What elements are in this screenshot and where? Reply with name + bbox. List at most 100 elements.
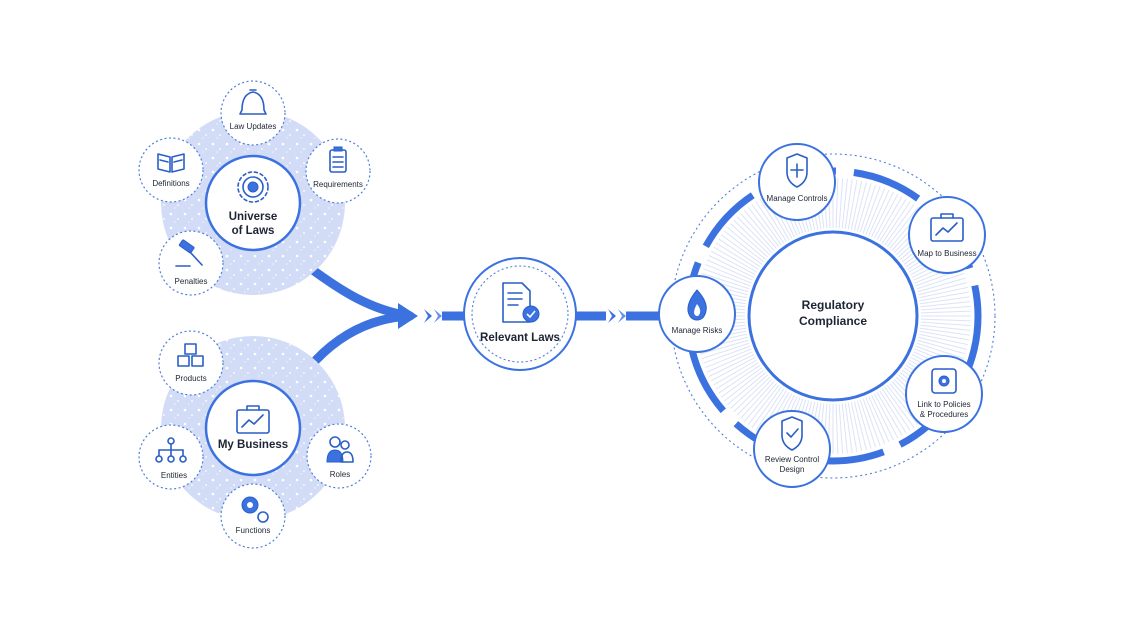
compliance-hub[interactable] (747, 230, 919, 402)
hatch-line (859, 399, 877, 448)
law-updates-label: Law Updates (230, 122, 277, 131)
shield-check-icon (781, 416, 803, 451)
hatch-line (743, 209, 777, 249)
penalties-label: Penalties (175, 277, 208, 286)
hatch-line (751, 386, 782, 428)
hatch-line (835, 178, 839, 229)
chevron-icon (424, 309, 432, 323)
merge-arrowhead (398, 303, 418, 329)
review-control-design-node[interactable]: Review Control Design (753, 410, 831, 488)
chevron-icon (434, 309, 442, 323)
hatch-line (708, 255, 755, 278)
business-hub[interactable] (204, 379, 302, 477)
relevant-laws-node[interactable]: Relevant Laws (463, 257, 577, 371)
map-to-business-node[interactable]: Map to Business (908, 196, 986, 274)
functions-label: Functions (236, 526, 271, 535)
compliance-title-line1: Regulatory (802, 298, 865, 312)
hatch-line (865, 397, 886, 445)
link-to-policies-label-line1: Link to Policies (917, 400, 970, 409)
link-to-policies-node[interactable]: Link to Policies & Procedures (905, 355, 983, 433)
map-to-business-label: Map to Business (917, 249, 976, 258)
hatch-line (706, 259, 753, 281)
hatch-line (747, 385, 780, 426)
hatch-line (853, 401, 867, 451)
hatch-line (701, 342, 750, 360)
people-icon (326, 436, 354, 463)
hatch-line (850, 180, 863, 231)
manage-controls-node[interactable]: Manage Controls (758, 143, 836, 221)
hatch-line (919, 330, 969, 341)
hatch-line (879, 198, 907, 242)
hatch-line (710, 356, 756, 382)
hatch-line (847, 402, 858, 452)
hatch-line (920, 321, 971, 327)
hatch-line (847, 180, 858, 230)
hatch-line (873, 393, 899, 439)
hatch-line (743, 383, 777, 423)
hatch-line (844, 179, 853, 229)
hatch-line (703, 345, 751, 364)
hatch-line (886, 385, 919, 426)
hatch-line (856, 400, 872, 449)
chevron-icon (608, 309, 616, 323)
requirements-label: Requirements (313, 180, 363, 189)
hatch-line (721, 234, 763, 265)
law-updates-node[interactable]: Law Updates (220, 80, 286, 146)
hatch-line (879, 390, 907, 434)
book-icon (157, 153, 185, 173)
hatch-line (733, 376, 771, 413)
link-to-policies-label-line2: & Procedures (920, 410, 968, 419)
universe-of-laws-cluster: Universe of Laws Law Updates Definitions (138, 80, 371, 296)
shield-plus-icon (786, 153, 808, 188)
manage-risks-node[interactable]: Manage Risks (658, 275, 736, 353)
briefcase-chart-icon (236, 405, 270, 434)
relevant-laws-circle (463, 257, 577, 371)
org-chart-icon (155, 437, 187, 463)
gears-icon (241, 496, 269, 523)
hatch-line (884, 386, 915, 428)
hatch-line (704, 348, 752, 369)
hatch-line (841, 178, 848, 229)
relevant-laws-label: Relevant Laws (480, 332, 560, 344)
universe-hub[interactable] (204, 154, 302, 252)
flame-icon (687, 289, 707, 321)
hatch-line (881, 201, 911, 244)
hatch-line (920, 318, 971, 322)
hatch-line (715, 362, 759, 390)
hatch-line (886, 206, 919, 247)
hatch-line (730, 223, 768, 258)
definitions-node[interactable]: Definitions (138, 137, 204, 203)
hatch-line (859, 184, 877, 233)
universe-title-line1: Universe (229, 211, 278, 223)
entities-label: Entities (161, 471, 187, 480)
hatch-line (718, 238, 761, 268)
hatch-line (862, 398, 881, 446)
hatch-line (920, 310, 971, 314)
regulatory-compliance-cluster: Regulatory Compliance Manage Controls Ma… (658, 143, 996, 488)
hatch-line (835, 403, 839, 454)
products-label: Products (175, 374, 207, 383)
hatch-line (919, 291, 969, 302)
roles-node[interactable]: Roles (306, 423, 372, 489)
roles-label: Roles (330, 470, 350, 479)
hatch-line (862, 186, 881, 234)
penalties-node[interactable]: Penalties (158, 230, 224, 296)
hatch-line (710, 250, 756, 276)
entities-node[interactable]: Entities (138, 424, 204, 490)
hatch-line (918, 282, 968, 296)
hatch-line (751, 204, 782, 246)
business-to-relevant-arrow (311, 311, 415, 365)
hatch-line (713, 246, 758, 273)
hatch-line (715, 242, 759, 270)
hatch-line (733, 219, 771, 256)
hatch-line (723, 369, 764, 402)
gavel-icon (175, 239, 203, 267)
hatch-line (747, 206, 780, 247)
hatch-line (730, 374, 768, 409)
hatch-line (703, 268, 751, 287)
hatch-line (723, 230, 764, 263)
requirements-node[interactable]: Requirements (305, 138, 371, 204)
products-node[interactable]: Products (158, 330, 224, 396)
hatch-line (873, 193, 899, 239)
functions-node[interactable]: Functions (220, 483, 286, 549)
